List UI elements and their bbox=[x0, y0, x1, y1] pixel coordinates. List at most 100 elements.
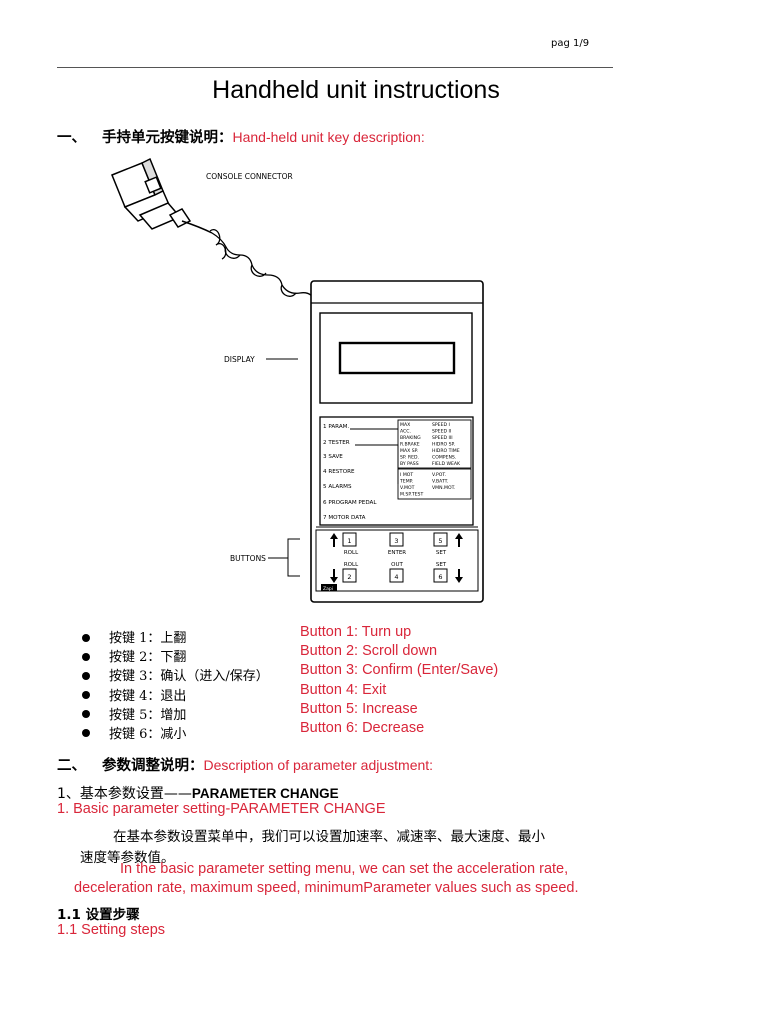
subsection11-translation: 1.1 Setting steps bbox=[57, 922, 166, 938]
set-up-label: SET bbox=[436, 550, 447, 556]
menu-item: 6 PROGRAM PEDAL bbox=[323, 500, 377, 506]
keypad bbox=[342, 532, 448, 583]
list-item: Button 2: Scroll down bbox=[300, 643, 438, 660]
param-item: HIDRO TIME bbox=[432, 448, 460, 454]
section1-number: 一、 bbox=[57, 130, 86, 146]
menu-item: 4 RESTORE bbox=[323, 469, 355, 475]
param-item: SPEED II bbox=[432, 429, 451, 435]
page-number: pag 1/9 bbox=[551, 38, 590, 49]
section2-en: Description of parameter adjustment: bbox=[203, 757, 434, 773]
key-2[interactable] bbox=[342, 568, 357, 583]
key-6-label: 6 bbox=[438, 573, 442, 581]
bullet-icon bbox=[82, 691, 90, 700]
param-item: SP. RED. bbox=[400, 455, 419, 461]
key-5[interactable] bbox=[433, 532, 448, 547]
bullet-icon bbox=[82, 671, 90, 680]
subsection1-heading: 1、基本参数设置——PARAMETER CHANGE bbox=[57, 783, 339, 803]
section2-heading: 二、参数调整说明：Description of parameter adjust… bbox=[57, 754, 433, 775]
list-item: Button 4: Exit bbox=[300, 681, 387, 698]
list-item: 按键 6：减小 bbox=[82, 725, 269, 744]
console-connector-label: CONSOLE CONNECTOR bbox=[206, 172, 293, 181]
button-list-zh: 按键 1：上翻 按键 2：下翻 按键 3：确认（进入/保存） 按键 4：退出 按… bbox=[82, 629, 269, 744]
subsection1-translation: 1. Basic parameter setting-PARAMETER CHA… bbox=[57, 801, 386, 817]
key-5-label: 5 bbox=[438, 537, 442, 545]
display-screen bbox=[338, 341, 456, 375]
arrow-up-icon bbox=[455, 533, 463, 547]
param-item: ACC. bbox=[400, 429, 411, 435]
section1-zh: 手持单元按键说明： bbox=[102, 130, 233, 146]
list-item-text: 按键 3：确认（进入/保存） bbox=[109, 669, 269, 685]
subsection1-heading-en: PARAMETER CHANGE bbox=[191, 786, 339, 801]
roll-up-label: ROLL bbox=[344, 550, 359, 556]
brand-logo-text: Zapi bbox=[323, 586, 333, 592]
out-label: OUT bbox=[391, 562, 403, 568]
enter-label: ENTER bbox=[388, 550, 406, 556]
key-3-label: 3 bbox=[394, 537, 398, 545]
menu-panel bbox=[319, 416, 474, 526]
list-item-text: 按键 4：退出 bbox=[109, 688, 187, 704]
bullet-icon bbox=[82, 652, 90, 661]
header-rule bbox=[57, 67, 613, 68]
list-item: 按键 4：退出 bbox=[82, 687, 269, 706]
menu-item: 7 MOTOR DATA bbox=[323, 515, 366, 521]
param-item: SPEED III bbox=[432, 435, 453, 441]
param-item: BY PASS bbox=[400, 461, 419, 467]
tester-submenu: I MOT TEMP. V.MOT M.SP.TEST V.POT. V.BAT… bbox=[399, 472, 455, 498]
section1-heading: 一、手持单元按键说明：Hand-held unit key descriptio… bbox=[57, 126, 425, 147]
menu-item: 5 ALARMS bbox=[323, 484, 352, 490]
paragraph-zh-line1: 在基本参数设置菜单中，我们可以设置加速率、减速率、最大速度、最小 bbox=[113, 829, 545, 845]
key-4-label: 4 bbox=[394, 573, 398, 581]
menu-item: 1 PARAM. bbox=[323, 424, 349, 430]
list-item-text: 按键 5：增加 bbox=[109, 707, 187, 723]
key-6[interactable] bbox=[433, 568, 448, 583]
bullet-icon bbox=[82, 633, 90, 642]
param-item: BRAKING bbox=[400, 435, 421, 441]
arrow-icons bbox=[330, 533, 463, 583]
tester-item: I MOT bbox=[400, 472, 413, 478]
subsection11-heading: 1.1 设置步骤 bbox=[57, 907, 140, 923]
roll-down-label: ROLL bbox=[344, 562, 359, 568]
section2-number: 二、 bbox=[57, 758, 86, 774]
menu-item: 2 TESTER bbox=[323, 440, 350, 446]
key-3[interactable] bbox=[389, 532, 404, 547]
tester-item: M.SP.TEST bbox=[400, 492, 423, 498]
list-item: 按键 3：确认（进入/保存） bbox=[82, 667, 269, 686]
arrow-down-icon bbox=[455, 569, 463, 583]
param-item: HIDRO SP. bbox=[432, 442, 455, 448]
menu-list: 1 PARAM. 2 TESTER 3 SAVE 4 RESTORE 5 ALA… bbox=[323, 424, 377, 521]
paragraph-zh-line2: 速度等参数值。 bbox=[80, 850, 175, 866]
key-1[interactable] bbox=[342, 532, 357, 547]
param-item: MAX SP. bbox=[400, 448, 418, 454]
buttons-label: BUTTONS bbox=[230, 554, 266, 563]
paragraph-en-line1: In the basic parameter setting menu, we … bbox=[120, 861, 569, 877]
tester-item: V.POT. bbox=[432, 472, 446, 478]
subsection1-heading-zh: 1、基本参数设置—— bbox=[57, 786, 192, 802]
list-item: Button 1: Turn up bbox=[300, 624, 412, 640]
section2-zh: 参数调整说明： bbox=[102, 758, 204, 774]
key-4[interactable] bbox=[389, 568, 404, 583]
tester-item: V.MOT bbox=[400, 485, 415, 491]
paragraph-en-line2: deceleration rate, maximum speed, minimu… bbox=[74, 880, 579, 896]
set-down-label: SET bbox=[436, 562, 447, 568]
list-item-text: 按键 6：减小 bbox=[109, 726, 187, 742]
list-item: Button 6: Decrease bbox=[300, 719, 425, 736]
param-submenu: MAX ACC. BRAKING R.BRAKE MAX SP. SP. RED… bbox=[400, 422, 461, 467]
list-item-text: 按键 1：上翻 bbox=[109, 631, 187, 646]
bullet-icon bbox=[82, 729, 90, 738]
param-item: SPEED I bbox=[432, 422, 450, 428]
key-1-label: 1 bbox=[347, 537, 351, 545]
arrow-up-icon bbox=[330, 533, 338, 547]
display-label: DISPLAY bbox=[224, 355, 255, 364]
bullet-icon bbox=[82, 710, 90, 719]
handheld-unit-figure: CONSOLE CONNECTOR DISPLAY 1 PARAM. 2 TES… bbox=[111, 157, 484, 603]
section1-en: Hand-held unit key description: bbox=[232, 129, 425, 145]
param-item: FIELD WEAK bbox=[432, 461, 461, 467]
arrow-down-icon bbox=[330, 569, 338, 583]
list-item: 按键 2：下翻 bbox=[82, 648, 269, 667]
param-item: MAX bbox=[400, 422, 410, 428]
tester-item: TEMP. bbox=[399, 479, 413, 485]
brand-logo bbox=[321, 584, 337, 591]
list-item: Button 5: Increase bbox=[300, 700, 418, 717]
param-item: R.BRAKE bbox=[400, 442, 420, 448]
page-title: Handheld unit instructions bbox=[212, 76, 500, 104]
